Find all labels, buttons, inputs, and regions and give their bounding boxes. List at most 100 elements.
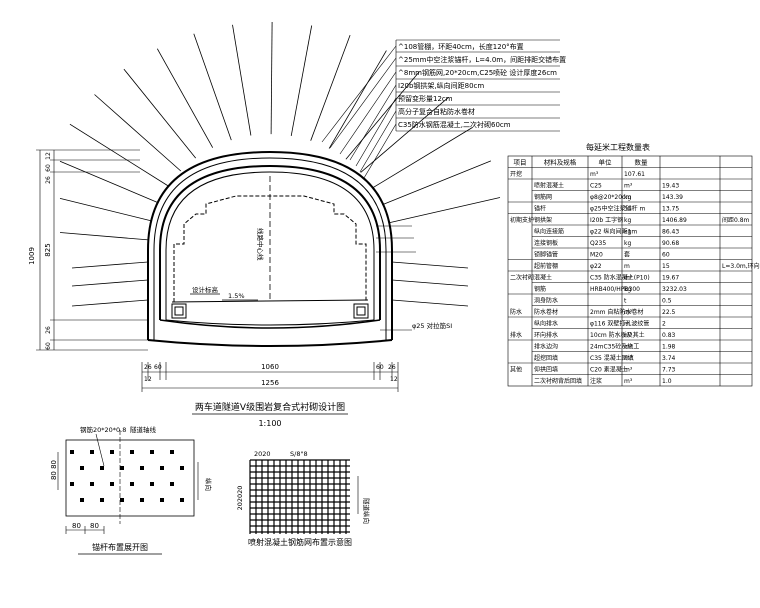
rock-bolt bbox=[290, 25, 313, 136]
table-cell: HRB400/HPB300 bbox=[590, 286, 640, 293]
grid-leader bbox=[95, 433, 105, 467]
table-header-cell: 单位 bbox=[599, 158, 613, 167]
bolt-dot bbox=[100, 466, 104, 470]
rock-bolt bbox=[345, 71, 420, 160]
bolt-dots bbox=[70, 450, 184, 502]
rock-bolt bbox=[69, 123, 169, 187]
dim-width-1060: 1060 bbox=[261, 363, 279, 371]
rock-bolt bbox=[232, 24, 252, 136]
invert-3 bbox=[165, 319, 375, 326]
table-cell: 排水 bbox=[510, 331, 522, 339]
bolt-dot bbox=[180, 466, 184, 470]
table-cell: 3.74 bbox=[662, 355, 676, 362]
bolt-dot bbox=[170, 482, 174, 486]
note-4: I20b钢拱架,纵向间距80cm bbox=[398, 81, 484, 90]
table-title: 每延米工程数量表 bbox=[586, 142, 650, 152]
table-cell: kg bbox=[624, 194, 631, 201]
notes-text: ^108管棚，环距40cm，长度120°布置 ^25mm中空注浆锚杆，L=4.0… bbox=[398, 42, 566, 129]
bolt-dot bbox=[70, 482, 74, 486]
rock-bolt bbox=[156, 48, 214, 148]
mesh-spacing-label: S/8"8 bbox=[290, 450, 308, 458]
lining-line-3 bbox=[159, 164, 381, 320]
bolt-dot bbox=[150, 450, 154, 454]
note-1: ^108管棚，环距40cm，长度120°布置 bbox=[398, 42, 524, 51]
table-cell: 连接钢板 bbox=[534, 239, 558, 247]
radial-rock-bolts bbox=[59, 21, 501, 307]
dim-top-12: 12 bbox=[45, 152, 52, 160]
section-scale: 1:100 bbox=[258, 419, 281, 428]
note-6: 高分子复合自粘防水卷材 bbox=[398, 107, 475, 116]
inner-lining-line bbox=[165, 171, 375, 320]
table-cell: M20 bbox=[590, 252, 603, 259]
table-cell: 0.83 bbox=[662, 332, 676, 339]
table-cell: 1406.89 bbox=[662, 217, 687, 224]
table-cell: 0.5 bbox=[662, 298, 672, 305]
table-cell: 防水 bbox=[510, 308, 522, 316]
invert-outer bbox=[147, 339, 393, 347]
table-cell: 3232.03 bbox=[662, 286, 687, 293]
bolt-plan-title: 锚杆布置展开图 bbox=[92, 542, 148, 552]
table-cell: φ25中空注浆锚杆 m bbox=[590, 205, 646, 213]
table-cell: m bbox=[624, 321, 630, 328]
table-header-cell: 数量 bbox=[635, 158, 649, 167]
table-cell: 22.5 bbox=[662, 309, 676, 316]
table-cell: φ22 纵向间距1m bbox=[590, 228, 637, 236]
table-cell: 排水边沟 bbox=[534, 343, 558, 351]
table-cell: 纵向排水 bbox=[534, 320, 558, 328]
note-2: ^25mm中空注浆锚杆，L=4.0m，间距排距交错布置 bbox=[398, 55, 566, 64]
dim-bot-26: 26 bbox=[45, 326, 52, 334]
bolt-dot bbox=[160, 498, 164, 502]
table-cell: kg bbox=[624, 240, 631, 247]
rock-bolt bbox=[59, 198, 152, 222]
lining-line-2 bbox=[153, 157, 387, 340]
mesh-left-dim: 202020 bbox=[236, 486, 244, 511]
table-cell: 60 bbox=[662, 252, 670, 259]
table-cell: 洞身防水 bbox=[534, 297, 558, 305]
table-grid bbox=[507, 155, 753, 387]
table-cell: m bbox=[624, 263, 630, 270]
table-cell: 锁脚锚管 bbox=[534, 251, 558, 259]
table-cell: 1.0 bbox=[662, 378, 672, 385]
rock-bolt bbox=[71, 279, 149, 287]
rock-bolt bbox=[94, 94, 182, 172]
table-cell: kg bbox=[624, 229, 631, 236]
rock-bolt bbox=[391, 299, 469, 307]
slope-label: 1.5% bbox=[228, 292, 245, 300]
table-cell: 二次衬砌背后回填 bbox=[534, 377, 582, 385]
rock-bolt bbox=[123, 68, 197, 159]
rock-bolt bbox=[310, 34, 351, 141]
dim-right-12: 12 bbox=[390, 376, 398, 383]
table-cell: 套 bbox=[624, 251, 630, 259]
bolt-dot bbox=[140, 498, 144, 502]
bolt-plan-frame bbox=[65, 439, 195, 517]
table-cell: 86.43 bbox=[662, 229, 679, 236]
dim-width-1256: 1256 bbox=[261, 379, 279, 387]
table-cell: 107.61 bbox=[624, 171, 645, 178]
rock-bolt bbox=[372, 127, 473, 189]
table-cell: 仰拱回填 bbox=[534, 366, 558, 374]
mesh-side-label: 隧道纵向 bbox=[362, 498, 371, 524]
dim-right-26: 26 bbox=[388, 364, 396, 371]
rock-bolt bbox=[59, 160, 159, 204]
rock-bolt bbox=[391, 261, 469, 269]
note-5: 预留变形量12cm bbox=[398, 94, 453, 103]
bolt-grid-label: 钢筋20*20*0.8 bbox=[80, 425, 126, 434]
table-cell: 锚杆 bbox=[534, 205, 546, 213]
dim-left-60: 60 bbox=[154, 364, 162, 371]
mesh-grid bbox=[249, 459, 350, 534]
dim-height-total: 1009 bbox=[28, 247, 36, 265]
table-cell: 纵向连接筋 bbox=[534, 228, 564, 236]
bolt-dot bbox=[110, 450, 114, 454]
note-3: ^8mm钢筋网,20*20cm,C25喷砼 设计厚度26cm bbox=[398, 68, 557, 77]
right-ditch-inner bbox=[356, 306, 366, 316]
dim-top-26: 26 bbox=[45, 176, 52, 184]
table-cell: 喷射混凝土 bbox=[534, 182, 564, 190]
mesh-plan-title: 喷射混凝土钢筋网布置示意图 bbox=[248, 537, 352, 547]
bolt-dot bbox=[160, 466, 164, 470]
table-cell: m³ bbox=[624, 344, 633, 351]
table-cell: C25 bbox=[590, 183, 602, 190]
table-cell: 开挖 bbox=[510, 170, 522, 178]
